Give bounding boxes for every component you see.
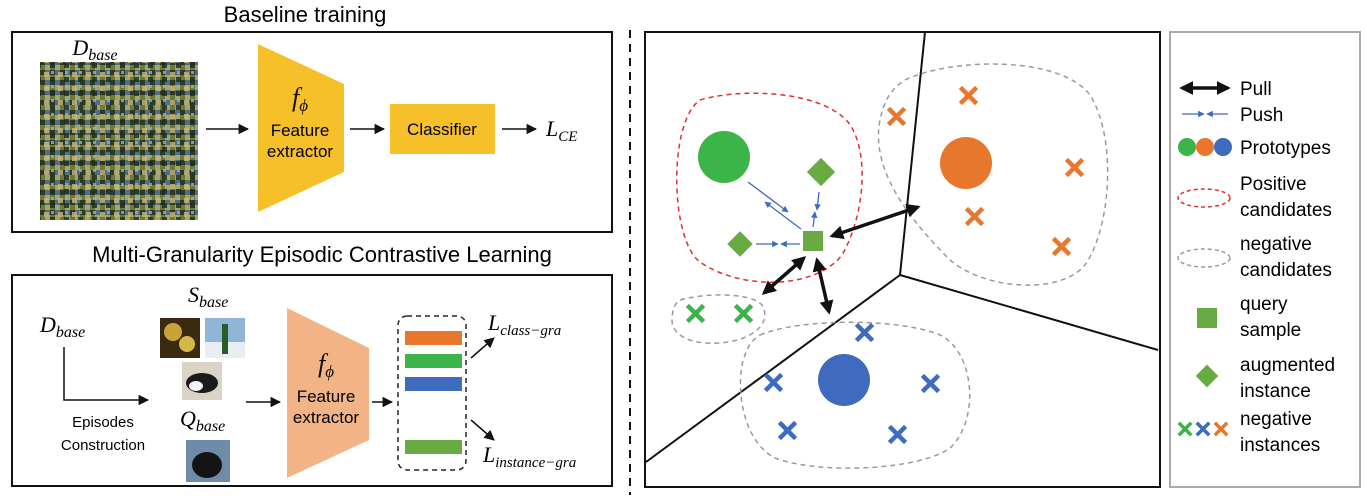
legend-neg-instances-line2: instances [1240,435,1320,456]
decision-boundaries [645,31,1159,463]
push-arrows [747,181,821,248]
legend-negative-instances-icon [1177,421,1229,437]
legend-negative-icon [1177,248,1231,268]
negative-candidates-region-blue [739,321,971,469]
top-extractor-line1: Feature [271,121,330,140]
classifier-box [390,104,495,154]
top-panel-title: Baseline training [224,2,387,27]
feature-bar-query [405,440,462,454]
negative-candidates-region-orange [877,63,1109,286]
legend-neg-instances-line1: negative [1240,409,1312,430]
prototype-orange [940,137,992,189]
legend-augmented-line1: augmented [1240,355,1335,376]
bottom-extractor-symbol: fϕ [318,349,334,381]
bottom-panel-frame [11,274,613,487]
prototype-blue [818,354,870,406]
legend-negative-line2: candidates [1240,260,1332,281]
positive-candidates-region [676,92,863,283]
top-dataset-label: Dbase [71,35,117,64]
negative-instances-green [685,303,754,324]
legend-prototypes-icon [1178,138,1232,156]
legend-augmented-icon [1195,364,1219,388]
legend-push-label: Push [1240,105,1283,126]
legend-negative-line1: negative [1240,234,1312,255]
episodes-line1: Episodes [72,414,134,431]
legend-frame [1169,31,1361,488]
dataset-image-grid [40,62,198,220]
episodes-line2: Construction [61,437,145,454]
pull-arrows [761,203,921,315]
loss-instance-gra: Linstance−gra [482,442,576,471]
bottom-extractor-line2: extractor [293,408,359,427]
legend-pull-label: Pull [1240,79,1272,100]
negative-instances-orange [886,85,1085,257]
legend-positive-icon [1177,188,1231,208]
augmented-instance-1 [806,157,836,187]
loss-ce: LCE [545,116,577,145]
negative-instances-blue [763,322,941,445]
support-image-3 [182,362,222,400]
episodes-arrow [63,347,150,406]
augmented-instance-2 [727,231,753,257]
feature-bar-blue [405,377,462,391]
bottom-feature-extractor [287,308,369,478]
top-extractor-symbol: fϕ [292,83,308,115]
support-image-1 [160,318,200,358]
legend-query-line2: sample [1240,320,1301,341]
arrow-to-instance-loss [470,419,495,441]
bottom-extractor-line1: Feature [297,387,356,406]
support-image-2 [205,318,245,358]
top-extractor-line2: extractor [267,142,333,161]
bottom-panel-title: Multi-Granularity Episodic Contrastive L… [92,242,552,267]
bottom-dataset-label: Dbase [39,312,85,341]
legend-query-icon [1197,308,1217,328]
feature-bar-orange [405,331,462,345]
feature-container [397,315,467,471]
legend-positive-line2: candidates [1240,200,1332,221]
classifier-label: Classifier [407,120,477,139]
legend-positive-line1: Positive [1240,174,1307,195]
feature-bar-green [405,354,462,368]
prototype-green [698,131,750,183]
legend-query-line1: query [1240,294,1288,315]
embedding-frame [644,31,1161,488]
negative-candidates-region-green [671,294,766,344]
top-feature-extractor [258,44,344,212]
support-label: Sbase [188,282,228,311]
loss-class-gra: Lclass−gra [487,310,561,339]
top-panel-frame [11,31,613,233]
query-label: Qbase [180,406,225,435]
arrow-to-class-loss [470,337,495,359]
legend-prototypes-label: Prototypes [1240,138,1331,159]
query-sample [803,231,823,251]
legend-augmented-line2: instance [1240,381,1311,402]
query-image [186,440,230,482]
